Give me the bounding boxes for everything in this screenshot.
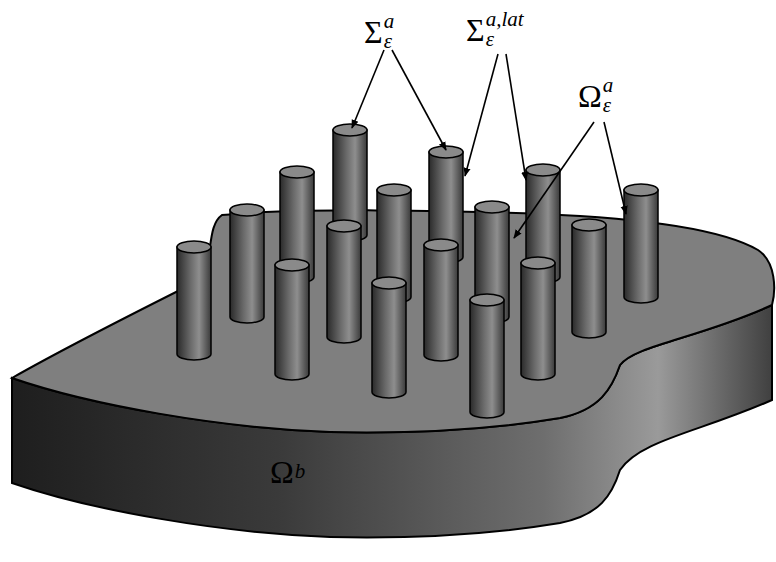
leader-line — [506, 54, 526, 180]
pillar-top — [526, 164, 560, 176]
pillar-domain-label: Ωεa — [578, 76, 613, 116]
pillar-body — [230, 210, 264, 323]
pillar-top — [624, 184, 658, 196]
leader-line — [465, 54, 498, 176]
pillar-body — [327, 226, 361, 343]
pillar-body — [275, 265, 309, 380]
pillar-group — [177, 124, 658, 418]
base-domain-label: Ωb — [270, 456, 305, 488]
leader-lines — [352, 50, 626, 238]
leader-line — [514, 122, 594, 238]
pillar-top — [230, 204, 264, 216]
leader-line — [392, 50, 446, 150]
lateral-surface-label: Σεa,lat — [466, 10, 524, 50]
pillar-body — [177, 247, 211, 360]
pillar — [424, 239, 458, 361]
pillar-body — [572, 225, 606, 338]
pillar-top — [372, 277, 406, 289]
pillar-top — [377, 184, 411, 196]
pillar-top — [275, 259, 309, 271]
surface-label: Σεa — [364, 12, 394, 52]
leader-line — [604, 122, 626, 214]
pillar-body — [424, 245, 458, 361]
pillar-top — [333, 124, 367, 136]
pillar-body — [624, 190, 658, 303]
pillar-top — [470, 294, 504, 306]
pillar — [624, 184, 658, 303]
pillar-top — [572, 219, 606, 231]
pillar — [470, 294, 504, 418]
pillar-top — [327, 220, 361, 232]
pillar — [327, 220, 361, 343]
pillar-body — [372, 283, 406, 398]
pillar — [521, 257, 555, 380]
pillar-body — [521, 263, 555, 380]
pillar-top — [429, 146, 463, 158]
pillar-top — [475, 201, 509, 213]
leader-line — [352, 50, 384, 128]
pillar-top — [521, 257, 555, 269]
pillar-top — [177, 241, 211, 253]
pillar — [177, 241, 211, 360]
pillar — [372, 277, 406, 398]
pillar-top — [280, 166, 314, 178]
pillar — [275, 259, 309, 380]
pillar — [572, 219, 606, 338]
pillar-body — [470, 300, 504, 418]
pillar-top — [424, 239, 458, 251]
pillar — [230, 204, 264, 323]
